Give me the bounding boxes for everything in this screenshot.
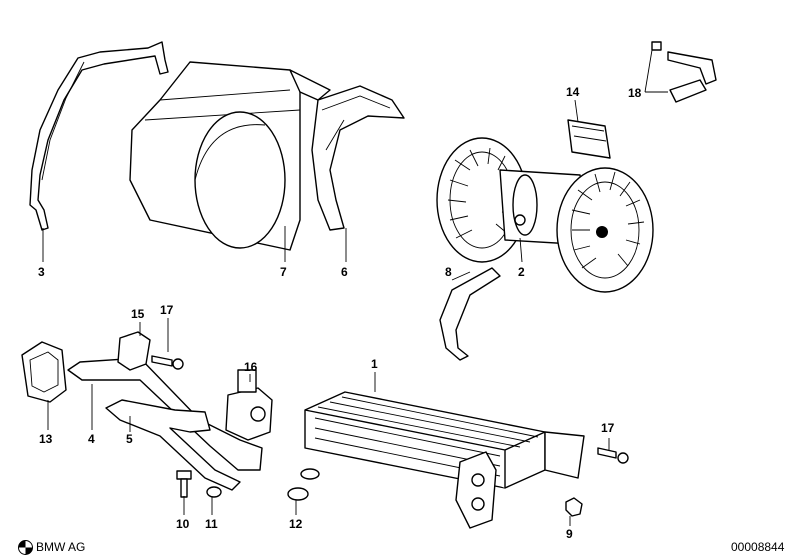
callout-15: 15 — [131, 307, 145, 321]
part-9-nut — [565, 497, 583, 517]
callout-9: 9 — [566, 527, 573, 541]
callout-11: 11 — [205, 517, 218, 531]
leader-lines — [42, 49, 668, 526]
part-14-resistor — [567, 119, 611, 159]
part-13-grommet — [21, 341, 67, 403]
part-5-pipe — [105, 399, 241, 491]
part-17-screw-b — [597, 447, 629, 464]
part-10-bolt — [176, 470, 192, 498]
part-12-o-ring — [287, 468, 320, 501]
part-6-duct — [311, 85, 405, 231]
callout-18: 18 — [628, 86, 642, 100]
callout-17-right: 17 — [601, 421, 615, 435]
callout-2: 2 — [518, 265, 525, 279]
part-11-washer — [206, 486, 222, 498]
callout-13: 13 — [39, 432, 53, 446]
document-number: 00008844 — [731, 540, 785, 554]
callout-17-top: 17 — [160, 303, 174, 317]
callout-3: 3 — [38, 265, 45, 279]
callout-labels: 3 7 6 8 2 14 18 15 17 16 1 13 4 5 17 10 … — [38, 85, 642, 541]
part-7-housing — [129, 61, 331, 251]
callout-16: 16 — [244, 360, 258, 374]
callout-10: 10 — [176, 517, 190, 531]
brand-label: BMW AG — [36, 540, 86, 554]
callout-12: 12 — [289, 517, 303, 531]
callout-7: 7 — [280, 265, 287, 279]
part-1-heater-core — [304, 391, 585, 529]
part-8-bracket — [439, 267, 501, 361]
callout-4: 4 — [88, 432, 95, 446]
part-16-valve — [225, 369, 273, 441]
part-3-bracket — [29, 41, 169, 231]
callout-6: 6 — [341, 265, 348, 279]
callout-1: 1 — [371, 357, 378, 371]
callout-5: 5 — [126, 432, 133, 446]
bmw-logo-icon — [18, 540, 33, 555]
callout-8: 8 — [445, 265, 452, 279]
part-15-clip — [117, 331, 151, 371]
part-18-sensor — [651, 41, 717, 103]
callout-14: 14 — [566, 85, 580, 99]
part-2-blower-motor — [436, 137, 654, 293]
part-17-screw-a — [151, 355, 184, 370]
